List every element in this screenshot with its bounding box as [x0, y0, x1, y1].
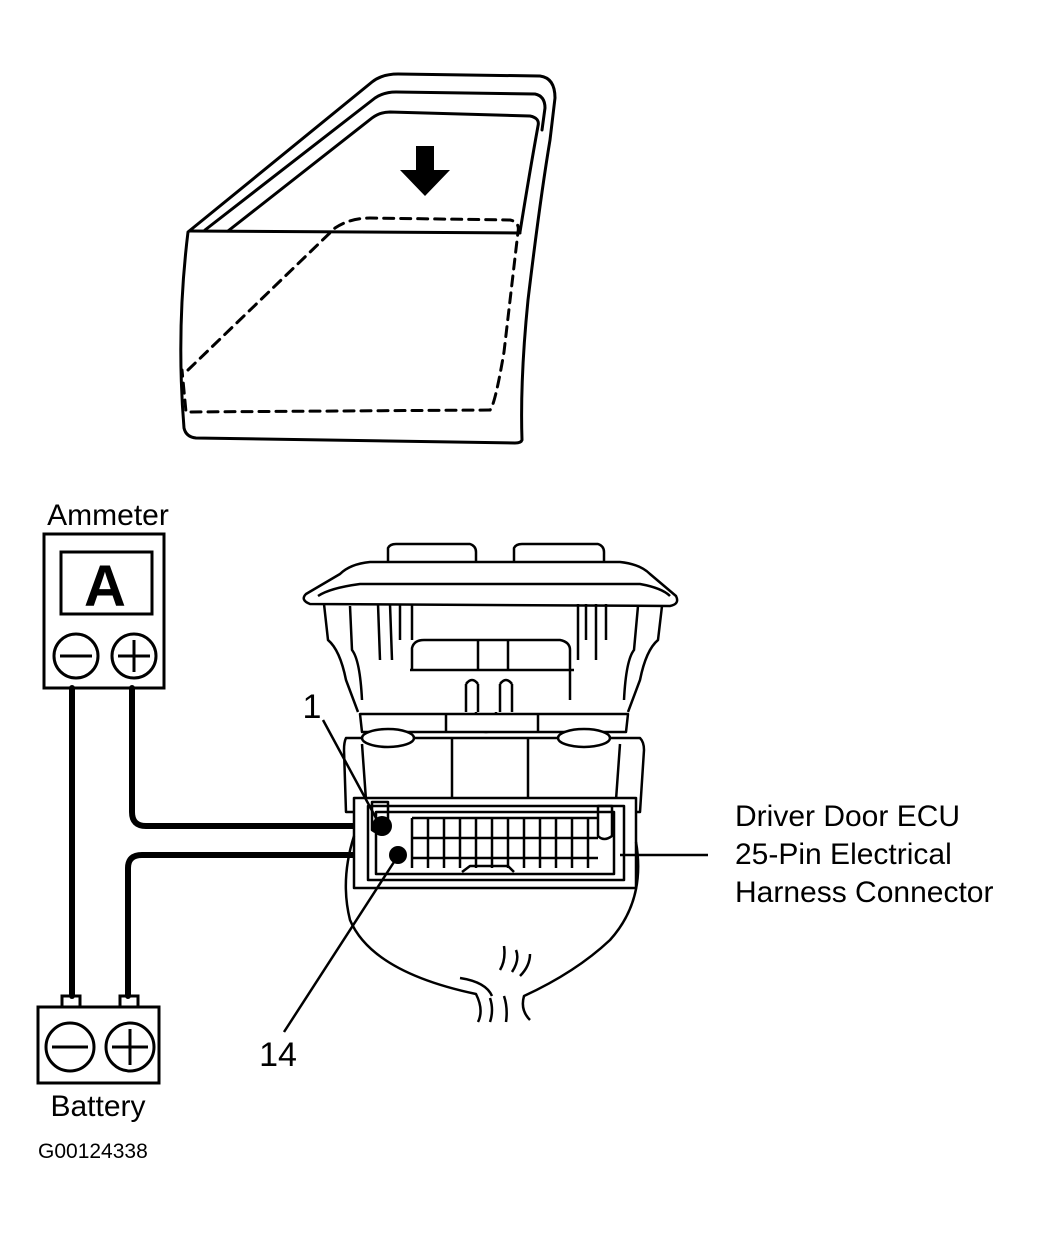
battery-label: Battery	[50, 1090, 145, 1123]
pin1-label: 1	[303, 688, 322, 726]
ammeter: A	[42, 532, 166, 690]
pin14-probe	[389, 846, 407, 864]
pin1-leader	[321, 719, 378, 819]
pin14-leader	[282, 861, 396, 1033]
ammeter-label: Ammeter	[47, 499, 169, 532]
battery	[36, 994, 161, 1085]
pin14-label: 14	[259, 1036, 297, 1074]
pin1-probe	[372, 816, 392, 836]
ecu-label-line3: Harness Connector	[735, 876, 993, 909]
ecu-label-line1: Driver Door ECU	[735, 800, 960, 833]
figure-id: G00124338	[38, 1140, 148, 1163]
ecu-label-line2: 25-Pin Electrical	[735, 838, 952, 871]
test-leads	[69, 685, 401, 999]
driver-door-ecu	[302, 542, 679, 1023]
door-illustration	[179, 72, 557, 445]
ammeter-symbol: A	[84, 554, 126, 619]
down-arrow-icon	[400, 146, 450, 196]
